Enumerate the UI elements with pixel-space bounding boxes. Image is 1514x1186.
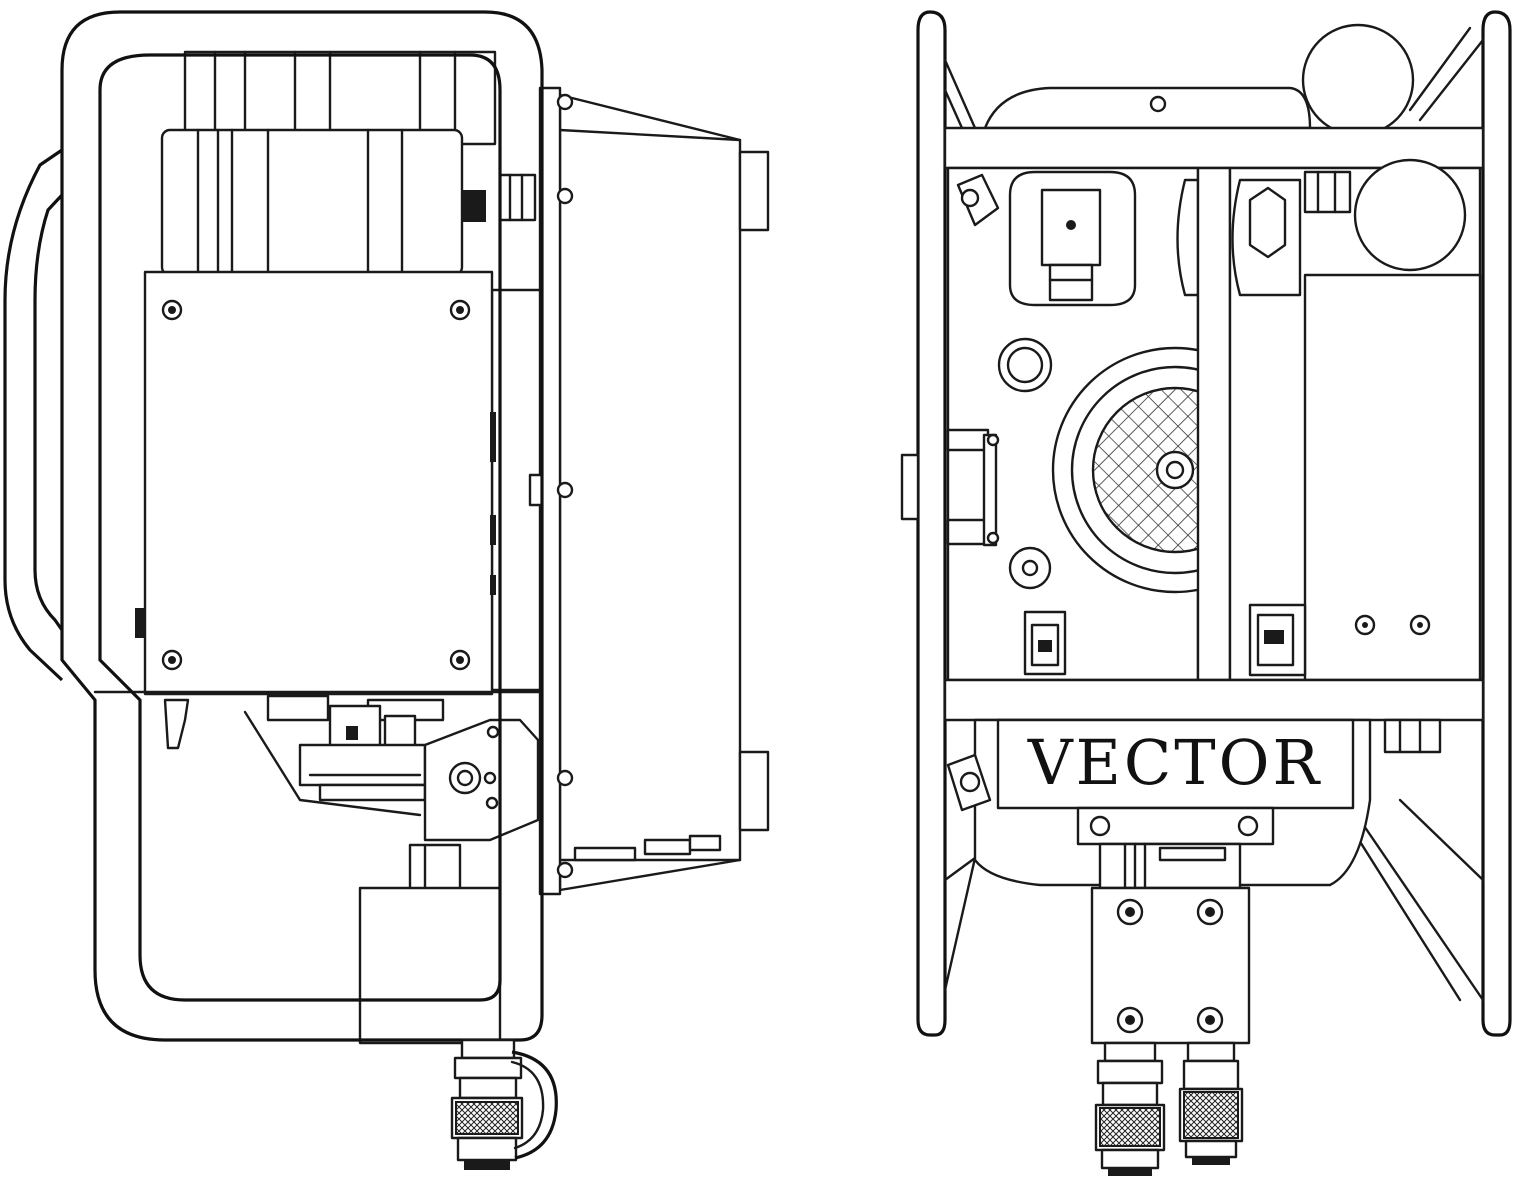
motor-block [160,50,537,277]
front-frame-outer [916,10,1512,1037]
side-view [3,10,770,1170]
mounting-plate [538,86,722,896]
control-panel [135,270,544,696]
rear-housing [558,93,770,892]
lower-plate [93,690,542,1045]
side-coupler [450,1038,558,1170]
front-latch [900,428,1000,547]
front-coupler-right [1178,1041,1244,1165]
front-top [943,23,1485,170]
front-view: VECTOR [900,10,1512,1176]
front-right-compartment [1228,158,1482,682]
brand-logo: VECTOR [1027,726,1322,799]
brand-plate [996,718,1355,810]
roll-cage [3,10,544,1042]
front-mid-bar [943,678,1485,722]
front-coupler-left [1094,1041,1166,1176]
manifold-block [1090,886,1251,1045]
front-lower: VECTOR [946,718,1442,890]
